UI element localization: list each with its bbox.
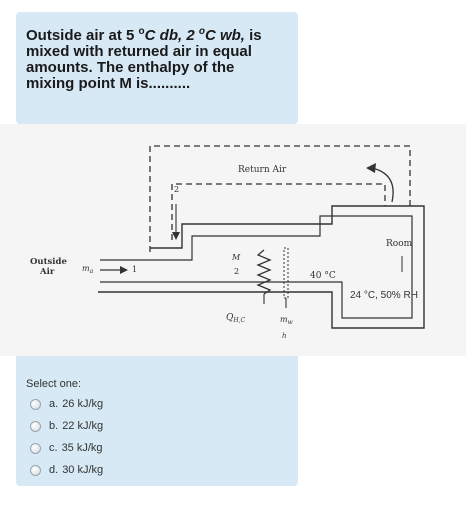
radio-a[interactable] (30, 398, 41, 410)
option-a[interactable]: a. 26 kJ/kg (30, 398, 103, 410)
option-a-letter: a. (49, 398, 59, 410)
option-c[interactable]: c. 35 kJ/kg (30, 442, 103, 454)
duct-wall-top (98, 205, 425, 329)
mixing-dot-label: 2 (234, 267, 239, 276)
option-b-text: 22 kJ/kg (62, 420, 104, 432)
duct-wall-inner-top (100, 215, 413, 319)
option-d-text: 30 kJ/kg (62, 464, 104, 476)
select-one-label: Select one: (26, 378, 82, 390)
mdot-a-label: ma (82, 264, 94, 275)
question-card: Outside air at 5 oC db, 2 oC wb, is mixe… (16, 12, 298, 124)
heating-coil (256, 249, 272, 295)
radio-c[interactable] (30, 442, 41, 454)
question-text: Outside air at 5 oC db, 2 oC wb, is mixe… (26, 26, 262, 92)
return-air-label: Return Air (238, 165, 287, 175)
air-label: Air (39, 267, 55, 277)
return-air-arrow-head (366, 163, 376, 173)
h-label: h (282, 332, 287, 340)
hvac-diagram-svg: Return Air Room Outside Air ma 1 2 M 2 4… (30, 145, 425, 340)
option-d[interactable]: d. 30 kJ/kg (30, 464, 103, 476)
hvac-diagram: Return Air Room Outside Air ma 1 2 M 2 4… (0, 124, 466, 356)
radio-b[interactable] (30, 420, 41, 432)
option-c-text: 35 kJ/kg (61, 442, 103, 454)
option-c-letter: c. (49, 442, 58, 454)
return-duct-inner (171, 183, 386, 240)
temp-40-label: 40 °C (310, 271, 336, 281)
return-duct-outer (149, 145, 411, 252)
outside-label: Outside (30, 257, 67, 267)
option-d-letter: d. (49, 464, 59, 476)
q-hc-label: QH,C (226, 313, 246, 324)
mw-label: mw (280, 315, 294, 326)
option-a-text: 26 kJ/kg (62, 398, 104, 410)
point-1-label: 1 (132, 265, 137, 274)
mixing-point-label: M (231, 253, 241, 262)
option-b[interactable]: b. 22 kJ/kg (30, 420, 103, 432)
point-2-label: 2 (174, 185, 179, 194)
humidifier (283, 247, 289, 299)
option-b-letter: b. (49, 420, 59, 432)
radio-d[interactable] (30, 464, 41, 476)
return-air-arrow (371, 167, 394, 203)
room-label: Room (386, 239, 413, 249)
answer-card: Select one: a. 26 kJ/kg b. 22 kJ/kg c. 3… (16, 356, 298, 486)
room-state-label: 24 °C, 50% RH (350, 290, 418, 301)
